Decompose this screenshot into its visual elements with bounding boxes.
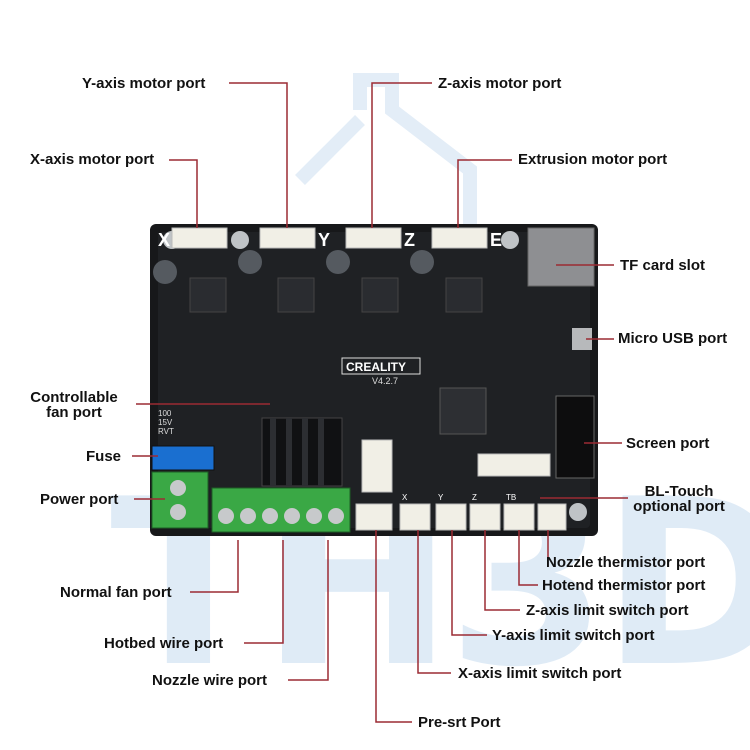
heatsink xyxy=(189,277,227,313)
mosfet-fins xyxy=(270,418,276,486)
label-z-motor: Z-axis motor port xyxy=(438,75,562,92)
capacitor xyxy=(153,260,177,284)
label-normal-fan: Normal fan port xyxy=(60,584,172,601)
z-motor-connector xyxy=(345,227,402,249)
label-power: Power port xyxy=(40,491,119,508)
leader-x-motor xyxy=(169,159,198,228)
leader-hotend-therm xyxy=(518,530,538,586)
x-motor-connector xyxy=(171,227,228,249)
nozzle-therm-connector xyxy=(537,503,567,531)
leader-y-limit xyxy=(451,530,487,636)
label-z-limit: Z-axis limit switch port xyxy=(526,602,689,619)
mount-hole xyxy=(569,503,587,521)
fuse-marking: RVT xyxy=(158,427,174,436)
leader-z-motor xyxy=(371,82,432,228)
leader-z-limit xyxy=(484,530,520,611)
label-bltouch-line1: BL-Touch xyxy=(644,483,714,500)
limit-label-y: Y xyxy=(438,493,444,502)
label-y-limit: Y-axis limit switch port xyxy=(492,627,655,644)
label-bltouch-line2: optional port xyxy=(633,498,725,515)
terminal-screw xyxy=(240,508,256,524)
axis-letter-x: X xyxy=(158,230,170,250)
label-nozzle-therm: Nozzle thermistor port xyxy=(546,554,706,571)
label-usb: Micro USB port xyxy=(618,330,728,347)
hotend-therm-connector xyxy=(503,503,535,531)
brand-text: CREALITY xyxy=(346,360,406,374)
limit-label-tb: TB xyxy=(506,493,516,502)
heatsink xyxy=(445,277,483,313)
limit-label-z: Z xyxy=(472,493,477,502)
leader-lines xyxy=(132,82,628,723)
fuse-marking: 15V xyxy=(158,418,173,427)
tf-card-slot xyxy=(527,227,595,287)
leader-nozzle-wire xyxy=(288,540,329,681)
leader-normal-fan xyxy=(190,540,239,593)
leader-y-motor xyxy=(229,82,288,228)
label-fan-ctrl-line1: Controllable xyxy=(30,389,118,406)
terminal-screw xyxy=(262,508,278,524)
terminal-screw xyxy=(284,508,300,524)
mount-hole xyxy=(501,231,519,249)
heatsink xyxy=(277,277,315,313)
label-x-motor: X-axis motor port xyxy=(30,151,155,168)
fuse xyxy=(151,445,215,471)
label-y-motor: Y-axis motor port xyxy=(82,75,206,92)
label-presrt: Pre-srt Port xyxy=(418,714,501,731)
z-limit-connector xyxy=(469,503,501,531)
heatsink xyxy=(361,277,399,313)
capacitor xyxy=(326,250,350,274)
label-screen: Screen port xyxy=(626,435,710,452)
label-tf-card: TF card slot xyxy=(620,257,706,274)
label-nozzle-wire: Nozzle wire port xyxy=(152,672,268,689)
leader-presrt xyxy=(375,530,412,723)
label-fan-ctrl-line2: fan port xyxy=(46,404,102,421)
label-hotend-therm: Hotend thermistor port xyxy=(542,577,706,594)
watermark-outline xyxy=(353,73,477,250)
mosfet-fins xyxy=(318,418,324,486)
terminal-screw xyxy=(170,480,186,496)
leader-hotbed xyxy=(244,540,284,644)
label-fan-ctrl: Controllable fan port xyxy=(22,390,126,420)
terminal-screw xyxy=(328,508,344,524)
presrt-connector xyxy=(355,503,393,531)
output-terminal xyxy=(211,487,351,533)
label-x-limit: X-axis limit switch port xyxy=(458,665,622,682)
label-fuse: Fuse xyxy=(86,448,122,465)
capacitor xyxy=(410,250,434,274)
terminal-screw xyxy=(170,504,186,520)
mosfet-fins xyxy=(302,418,308,486)
mount-hole xyxy=(231,231,249,249)
brand-box xyxy=(341,357,421,375)
leader-x-limit xyxy=(417,530,451,674)
label-bltouch: BL-Touch optional port xyxy=(624,484,734,514)
terminal-screw xyxy=(306,508,322,524)
mcu-chip xyxy=(439,387,487,435)
leader-e-motor xyxy=(457,159,512,228)
fan-connector xyxy=(361,439,393,493)
axis-letter-y: Y xyxy=(318,230,330,250)
version-text: V4.2.7 xyxy=(372,376,398,386)
screen-connector xyxy=(555,395,595,479)
fuse-marking: 100 xyxy=(158,409,172,418)
axis-letter-e: E xyxy=(490,230,502,250)
label-e-motor: Extrusion motor port xyxy=(518,151,668,168)
x-limit-connector xyxy=(399,503,431,531)
micro-usb xyxy=(572,328,592,350)
axis-letter-z: Z xyxy=(404,230,415,250)
mosfet-fins xyxy=(286,418,292,486)
e-motor-connector xyxy=(431,227,488,249)
watermark-outline xyxy=(295,115,365,185)
capacitor xyxy=(238,250,262,274)
terminal-screw xyxy=(218,508,234,524)
label-hotbed: Hotbed wire port xyxy=(104,635,224,652)
limit-label-x: X xyxy=(402,493,408,502)
y-limit-connector xyxy=(435,503,467,531)
bltouch-header xyxy=(477,453,551,477)
y-motor-connector xyxy=(259,227,316,249)
